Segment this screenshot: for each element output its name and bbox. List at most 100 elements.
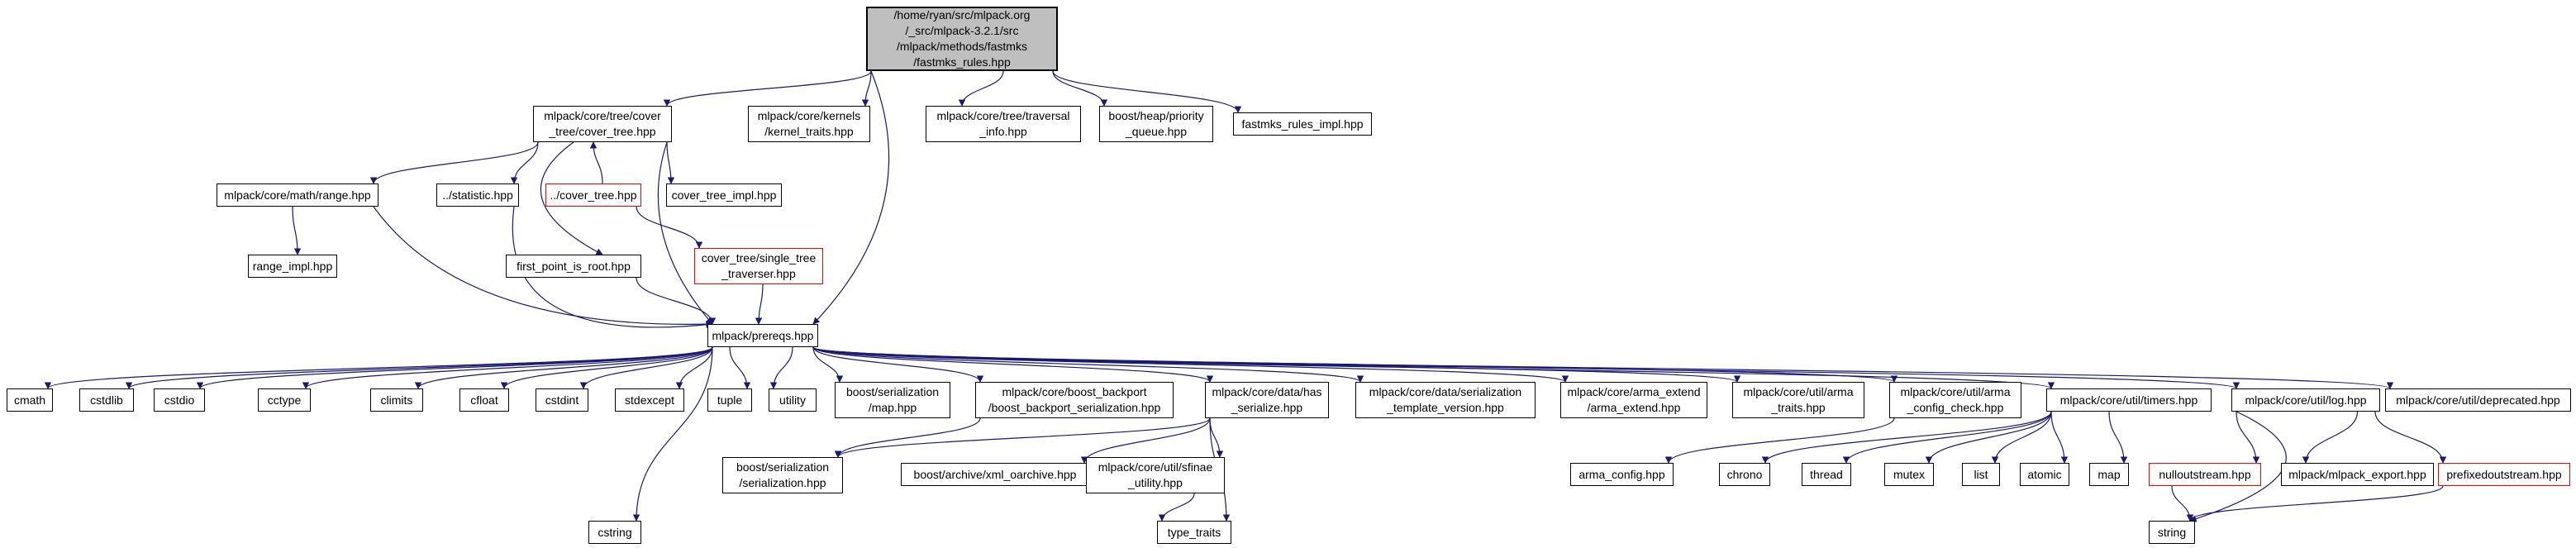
graph-node-string[interactable]: string — [2149, 521, 2195, 544]
graph-node-label: cstdlib — [90, 393, 123, 407]
graph-node-label: mlpack/core/boost_backport — [1002, 385, 1147, 398]
graph-node-chrono[interactable]: chrono — [1719, 463, 1770, 486]
graph-node-atomic[interactable]: atomic — [2020, 463, 2069, 486]
graph-node-ser_template_version[interactable]: mlpack/core/data/serialization_template_… — [1355, 382, 1536, 418]
graph-node-label: mlpack/core/arma_extend — [1567, 385, 1701, 398]
graph-node-kernel_traits[interactable]: mlpack/core/kernels/kernel_traits.hpp — [748, 106, 870, 142]
graph-edge-fastmks_rules-to-traversal_info — [958, 70, 1004, 107]
graph-edge-fastmks_rules-to-kernel_traits — [861, 70, 872, 107]
graph-node-cfloat[interactable]: cfloat — [459, 388, 509, 412]
graph-node-thread[interactable]: thread — [1802, 463, 1851, 486]
graph-node-label: mlpack/core/util/deprecated.hpp — [2396, 393, 2560, 407]
graph-node-tuple[interactable]: tuple — [707, 388, 752, 412]
graph-node-cstdlib[interactable]: cstdlib — [79, 388, 134, 412]
graph-node-label: mlpack/core/util/arma — [1900, 385, 2011, 398]
graph-node-type_traits[interactable]: type_traits — [1157, 521, 1231, 544]
graph-edge-prereqs-to-cstdint — [579, 346, 713, 389]
graph-node-label: type_traits — [1167, 525, 1221, 539]
graph-node-cover_tree_red[interactable]: ../cover_tree.hpp — [545, 183, 641, 207]
graph-node-prereqs[interactable]: mlpack/prereqs.hpp — [707, 324, 818, 347]
graph-node-has_serialize[interactable]: mlpack/core/data/has_serialize.hpp — [1205, 382, 1329, 418]
graph-node-label: ../cover_tree.hpp — [550, 188, 637, 202]
graph-edge-timers-to-map_std — [2108, 411, 2128, 464]
graph-edge-prereqs-to-deprecated — [812, 346, 2393, 389]
graph-node-sfinae_utility[interactable]: mlpack/core/util/sfinae_utility.hpp — [1086, 457, 1225, 493]
graph-node-label: range_impl.hpp — [252, 259, 333, 273]
graph-edge-prefixedoutstream-to-string — [2186, 485, 2444, 522]
graph-node-label: list — [1974, 467, 1988, 481]
graph-node-single_tree_traverser[interactable]: cover_tree/single_tree_traverser.hpp — [694, 248, 823, 284]
graph-edge-sfinae_utility-to-type_traits — [1158, 493, 1195, 522]
graph-node-serialization_hpp[interactable]: boost/serialization/serialization.hpp — [722, 457, 843, 493]
graph-node-boost_backport[interactable]: mlpack/core/boost_backport/boost_backpor… — [975, 382, 1174, 418]
graph-node-cover_tree[interactable]: mlpack/core/tree/cover _tree/cover_tree.h… — [533, 106, 672, 142]
graph-edge-prereqs-to-cfloat — [500, 346, 713, 389]
graph-node-cstring[interactable]: cstring — [588, 521, 641, 544]
graph-node-label: cover_tree/single_tree — [701, 251, 817, 264]
graph-node-cover_tree_impl[interactable]: cover_tree_impl.hpp — [666, 183, 782, 207]
graph-node-label: mlpack/core/data/has — [1212, 385, 1322, 398]
graph-node-fastmks_rules[interactable]: /home/ryan/src/mlpack.org/_src/mlpack-3.… — [866, 7, 1058, 71]
graph-edge-prereqs-to-ser_template_version — [812, 346, 1364, 383]
graph-node-label: _utility.hpp — [1128, 476, 1183, 489]
graph-node-statistic[interactable]: ../statistic.hpp — [436, 183, 519, 207]
graph-node-label: mlpack/core/tree/traversal — [936, 109, 1070, 122]
graph-node-label: mlpack/core/kernels — [757, 109, 861, 122]
graph-node-label: atomic — [2027, 467, 2062, 481]
graph-node-label: _tree/cover_tree.hpp — [549, 125, 656, 138]
graph-node-label: mlpack/core/math/range.hpp — [224, 188, 371, 202]
graph-node-prefixedoutstream[interactable]: prefixedoutstream.hpp — [2438, 463, 2570, 486]
graph-edge-boost_backport-to-serialization_hpp — [834, 417, 981, 458]
graph-node-utility[interactable]: utility — [769, 388, 817, 412]
graph-node-deprecated[interactable]: mlpack/core/util/deprecated.hpp — [2385, 388, 2571, 412]
graph-node-cstdio[interactable]: cstdio — [154, 388, 205, 412]
graph-node-timers[interactable]: mlpack/core/util/timers.hpp — [2046, 388, 2212, 412]
graph-edge-first_point_is_root-to-prereqs — [636, 277, 717, 325]
graph-edge-log-to-nulloutstream — [2236, 411, 2260, 464]
graph-edge-prereqs-to-cstdio — [196, 346, 713, 389]
graph-node-list[interactable]: list — [1962, 463, 2000, 486]
graph-node-label: /fastmks_rules.hpp — [913, 55, 1011, 69]
graph-node-map_std[interactable]: map — [2089, 463, 2129, 486]
graph-edge-single_tree_traverser-to-prereqs — [755, 284, 764, 325]
graph-node-cctype[interactable]: cctype — [258, 388, 311, 412]
graph-edge-prereqs-to-cstring — [632, 346, 713, 522]
graph-node-range_impl[interactable]: range_impl.hpp — [248, 255, 337, 278]
graph-edge-timers-to-chrono — [1761, 411, 2052, 464]
graph-node-fastmks_rules_impl[interactable]: fastmks_rules_impl.hpp — [1233, 112, 1372, 136]
graph-edge-prereqs-to-utility — [769, 346, 793, 389]
graph-node-label: cstdio — [164, 393, 195, 407]
graph-edge-cover_tree_red-to-cover_tree — [589, 141, 603, 184]
graph-node-xml_oarchive[interactable]: boost/archive/xml_oarchive.hpp — [901, 463, 1089, 486]
graph-node-mutex[interactable]: mutex — [1884, 463, 1934, 486]
graph-node-priority_queue[interactable]: boost/heap/priority_queue.hpp — [1099, 106, 1213, 142]
graph-node-arma_config_check[interactable]: mlpack/core/util/arma_config_check.hpp — [1889, 382, 2021, 418]
graph-node-first_point_is_root[interactable]: first_point_is_root.hpp — [506, 255, 641, 278]
graph-node-label: /_src/mlpack-3.2.1/src — [905, 24, 1019, 37]
graph-node-label: map — [2097, 467, 2121, 481]
graph-edge-prereqs-to-timers — [812, 346, 2055, 389]
graph-node-label: mlpack/core/util/arma — [1743, 385, 1854, 398]
graph-edge-prereqs-to-stdexcept — [675, 346, 713, 389]
graph-node-mlpack_export[interactable]: mlpack/mlpack_export.hpp — [2281, 463, 2434, 486]
graph-edge-cover_tree_red-to-single_tree_traverser — [636, 206, 703, 249]
graph-node-arma_extend[interactable]: mlpack/core/arma_extend/arma_extend.hpp — [1560, 382, 1707, 418]
graph-edge-cover_tree-to-statistic — [510, 141, 539, 184]
graph-node-range[interactable]: mlpack/core/math/range.hpp — [217, 183, 379, 207]
graph-node-traversal_info[interactable]: mlpack/core/tree/traversal_info.hpp — [926, 106, 1081, 142]
graph-node-log[interactable]: mlpack/core/util/log.hpp — [2231, 388, 2380, 412]
graph-node-arma_traits[interactable]: mlpack/core/util/arma_traits.hpp — [1732, 382, 1864, 418]
graph-node-cstdint[interactable]: cstdint — [536, 388, 588, 412]
graph-node-climits[interactable]: climits — [370, 388, 423, 412]
graph-node-label: cfloat — [470, 393, 498, 407]
graph-node-cmath[interactable]: cmath — [7, 388, 53, 412]
graph-node-label: tuple — [717, 393, 743, 407]
graph-node-label: string — [2157, 525, 2187, 539]
graph-node-arma_config[interactable]: arma_config.hpp — [1570, 463, 1674, 486]
graph-edge-arma_config_check-to-arma_config — [1664, 417, 1895, 464]
graph-node-nulloutstream[interactable]: nulloutstream.hpp — [2149, 463, 2261, 486]
graph-node-label: mlpack/core/tree/cover — [544, 109, 661, 122]
graph-node-label: mlpack/core/data/serialization — [1369, 385, 1522, 398]
graph-node-boost_ser_map[interactable]: boost/serialization/map.hpp — [835, 382, 950, 418]
graph-node-stdexcept[interactable]: stdexcept — [615, 388, 684, 412]
